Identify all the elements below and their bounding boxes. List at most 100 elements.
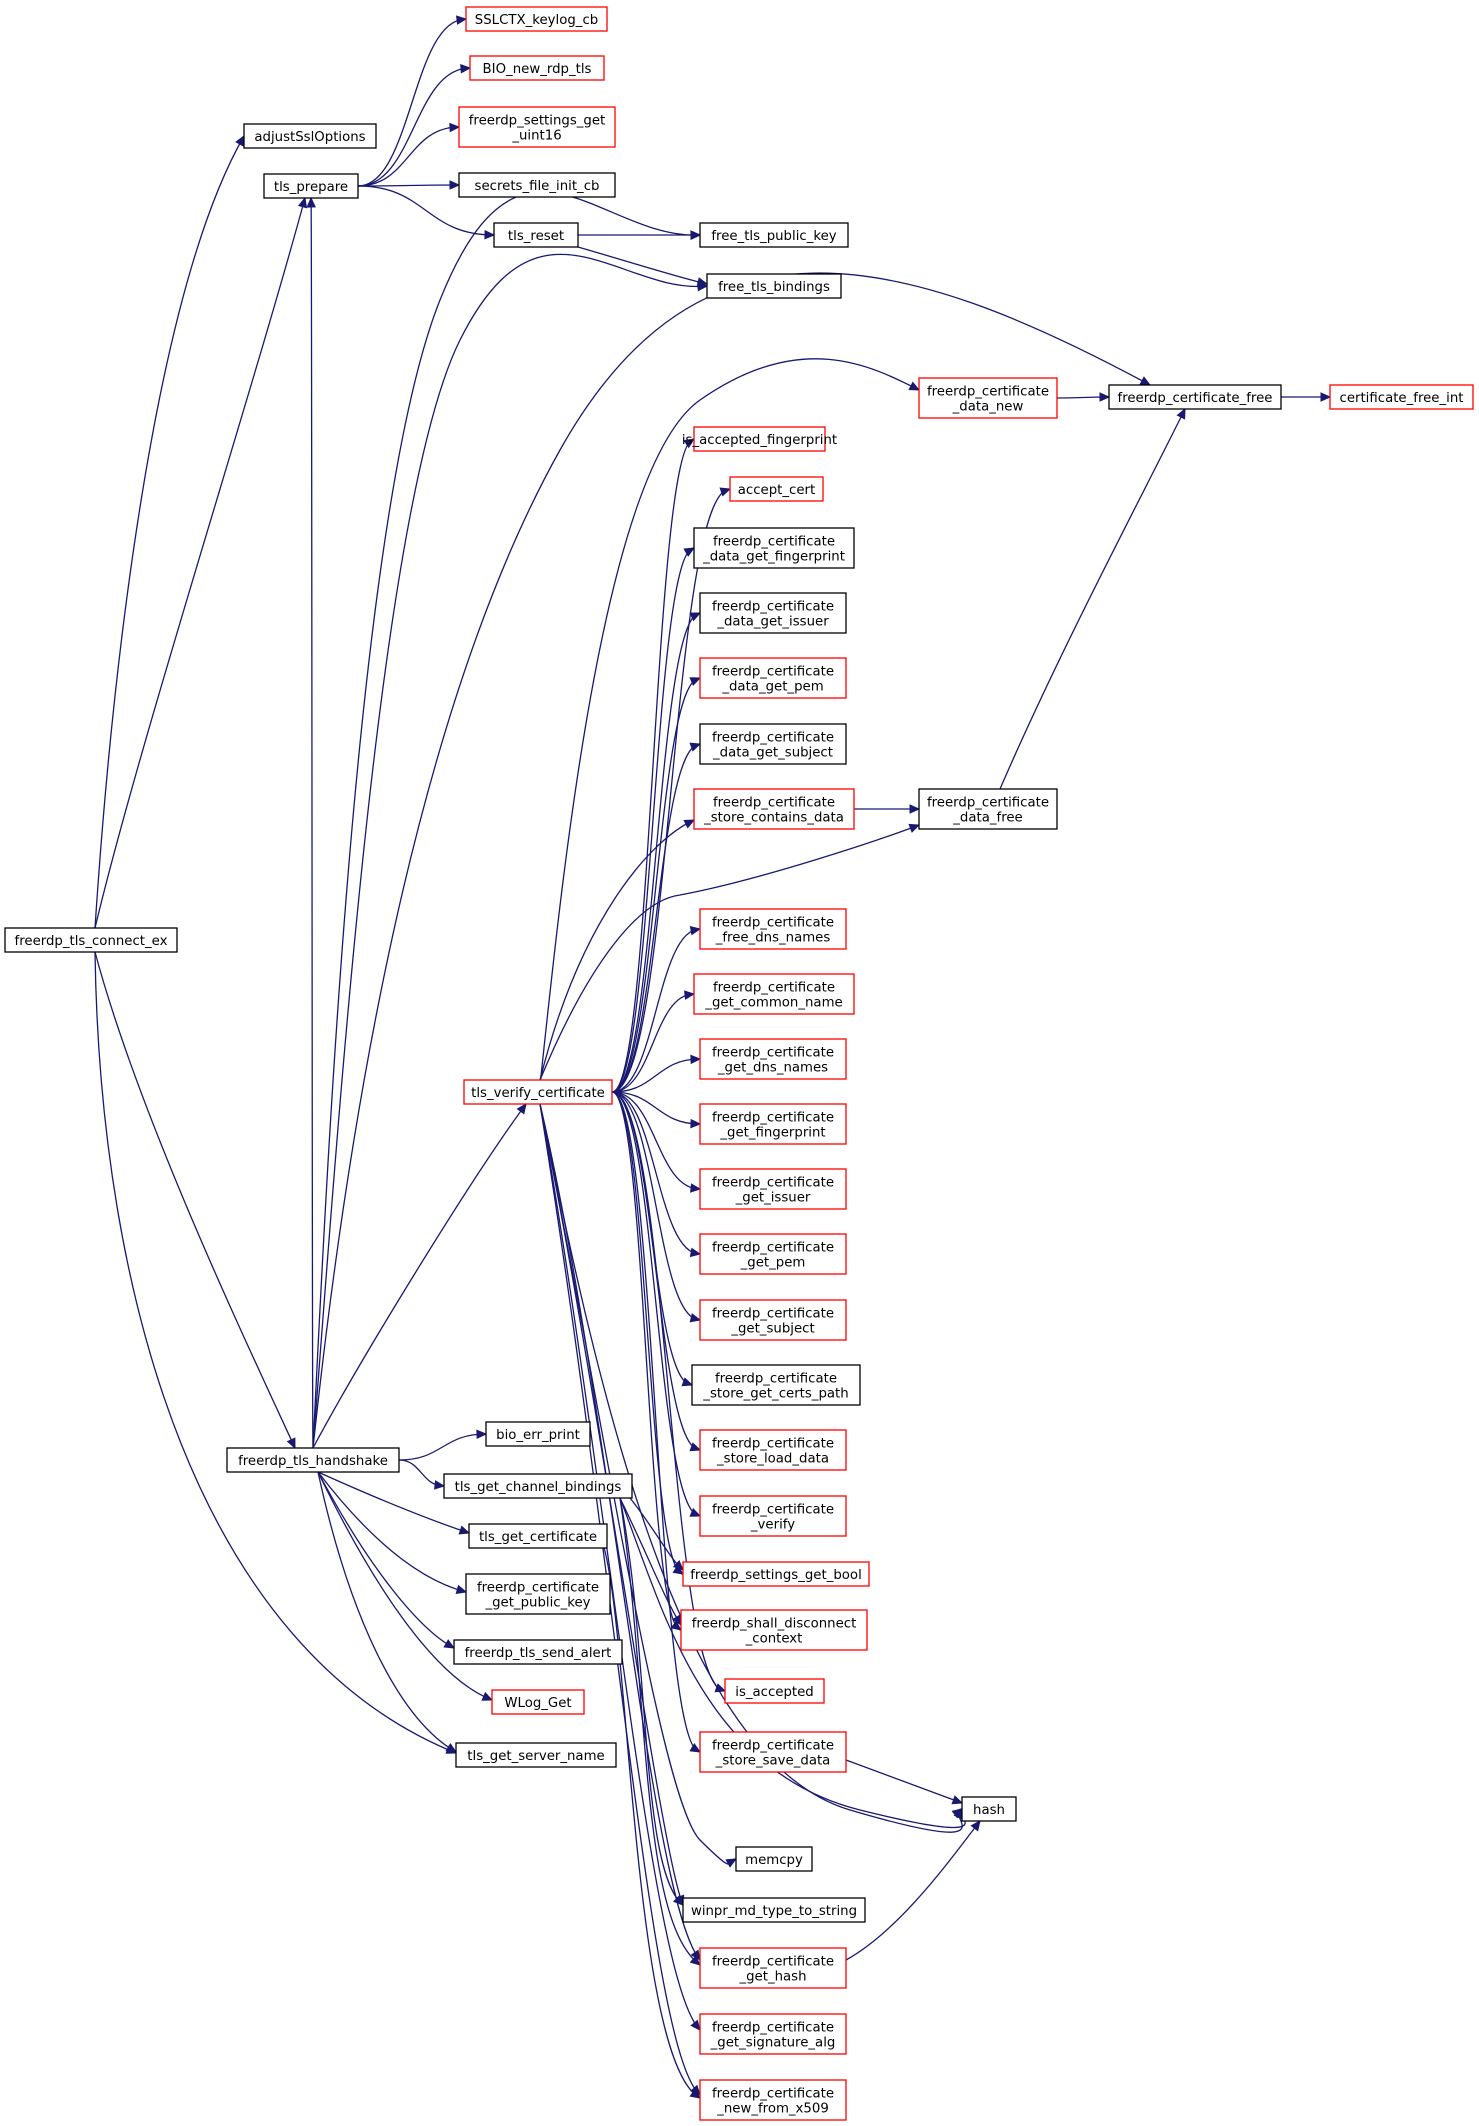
- node-bionew[interactable]: BIO_new_rdp_tls: [469, 55, 605, 81]
- node-certfree[interactable]: freerdp_certificate_free: [1108, 384, 1282, 410]
- node-newx509[interactable]: freerdp_certificate_new_from_x509: [699, 2079, 847, 2121]
- node-box[interactable]: [693, 426, 826, 452]
- node-box[interactable]: [493, 222, 579, 248]
- node-box[interactable]: [699, 1731, 847, 1773]
- node-getcert[interactable]: tls_get_certificate: [468, 1523, 608, 1549]
- node-dgetfp[interactable]: freerdp_certificate_data_get_fingerprint: [693, 527, 855, 569]
- node-box[interactable]: [682, 1897, 866, 1923]
- node-box[interactable]: [443, 1473, 633, 1499]
- node-getpubkey[interactable]: freerdp_certificate_get_public_key: [465, 1573, 611, 1615]
- node-box[interactable]: [682, 1561, 870, 1587]
- node-box[interactable]: [226, 1447, 400, 1473]
- node-box[interactable]: [699, 1233, 847, 1275]
- node-box[interactable]: [455, 1742, 617, 1768]
- node-getiss[interactable]: freerdp_certificate_get_issuer: [699, 1168, 847, 1210]
- node-box[interactable]: [699, 1495, 847, 1537]
- node-box[interactable]: [680, 1609, 868, 1651]
- node-storecont[interactable]: freerdp_certificate_store_contains_data: [693, 788, 855, 830]
- node-root[interactable]: freerdp_tls_connect_ex: [4, 927, 178, 953]
- node-box[interactable]: [1329, 384, 1474, 410]
- node-reset[interactable]: tls_reset: [493, 222, 579, 248]
- node-mdtype[interactable]: winpr_md_type_to_string: [682, 1897, 866, 1923]
- node-secrets[interactable]: secrets_file_init_cb: [458, 172, 616, 198]
- node-box[interactable]: [699, 2013, 847, 2055]
- node-memcpy[interactable]: memcpy: [735, 1846, 813, 1872]
- node-box[interactable]: [699, 2079, 847, 2121]
- node-box[interactable]: [691, 1364, 861, 1406]
- node-box[interactable]: [699, 222, 849, 248]
- node-acccert[interactable]: accept_cert: [729, 476, 824, 502]
- node-box[interactable]: [724, 1678, 825, 1704]
- node-isacc[interactable]: is_accepted: [724, 1678, 825, 1704]
- node-getu16[interactable]: freerdp_settings_get_uint16: [458, 106, 616, 148]
- node-datafree[interactable]: freerdp_certificate_data_free: [918, 788, 1058, 830]
- node-box[interactable]: [453, 1639, 623, 1665]
- node-getsig[interactable]: freerdp_certificate_get_signature_alg: [699, 2013, 847, 2055]
- node-gethash[interactable]: freerdp_certificate_get_hash: [699, 1947, 847, 1989]
- node-box[interactable]: [491, 1689, 585, 1715]
- node-keylog[interactable]: SSLCTX_keylog_cb: [465, 6, 608, 32]
- node-freedns[interactable]: freerdp_certificate_free_dns_names: [699, 908, 847, 950]
- node-box[interactable]: [699, 723, 847, 765]
- node-servername[interactable]: tls_get_server_name: [455, 1742, 617, 1768]
- node-storeload[interactable]: freerdp_certificate_store_load_data: [699, 1429, 847, 1471]
- node-hash[interactable]: hash: [961, 1796, 1017, 1822]
- node-box[interactable]: [468, 1523, 608, 1549]
- node-box[interactable]: [735, 1846, 813, 1872]
- node-box[interactable]: [4, 927, 178, 953]
- node-box[interactable]: [243, 123, 377, 149]
- node-freepub[interactable]: free_tls_public_key: [699, 222, 849, 248]
- node-box[interactable]: [706, 273, 842, 299]
- node-box[interactable]: [693, 788, 855, 830]
- node-box[interactable]: [465, 6, 608, 32]
- node-dgetpem[interactable]: freerdp_certificate_data_get_pem: [699, 657, 847, 699]
- node-box[interactable]: [699, 592, 847, 634]
- node-chanbind[interactable]: tls_get_channel_bindings: [443, 1473, 633, 1499]
- node-box[interactable]: [918, 377, 1058, 419]
- node-box[interactable]: [918, 788, 1058, 830]
- node-box[interactable]: [458, 172, 616, 198]
- node-box[interactable]: [465, 1573, 611, 1615]
- node-box[interactable]: [699, 1103, 847, 1145]
- node-storepath[interactable]: freerdp_certificate_store_get_certs_path: [691, 1364, 861, 1406]
- node-getpem[interactable]: freerdp_certificate_get_pem: [699, 1233, 847, 1275]
- node-getdns[interactable]: freerdp_certificate_get_dns_names: [699, 1038, 847, 1080]
- node-box[interactable]: [458, 106, 616, 148]
- node-box[interactable]: [1108, 384, 1282, 410]
- node-box[interactable]: [699, 1299, 847, 1341]
- node-box[interactable]: [693, 527, 855, 569]
- node-box[interactable]: [699, 1947, 847, 1989]
- node-handshake[interactable]: freerdp_tls_handshake: [226, 1447, 400, 1473]
- node-box[interactable]: [699, 1429, 847, 1471]
- node-getfp[interactable]: freerdp_certificate_get_fingerprint: [699, 1103, 847, 1145]
- node-adjust[interactable]: adjustSslOptions: [243, 123, 377, 149]
- node-sendalert[interactable]: freerdp_tls_send_alert: [453, 1639, 623, 1665]
- node-certdnew[interactable]: freerdp_certificate_data_new: [918, 377, 1058, 419]
- node-wlog[interactable]: WLog_Get: [491, 1689, 585, 1715]
- node-box[interactable]: [469, 55, 605, 81]
- node-isaccfp[interactable]: is_accepted_fingerprint: [682, 426, 837, 452]
- node-dgetiss[interactable]: freerdp_certificate_data_get_issuer: [699, 592, 847, 634]
- node-box[interactable]: [699, 1168, 847, 1210]
- node-box[interactable]: [263, 173, 359, 199]
- node-getcn[interactable]: freerdp_certificate_get_common_name: [693, 973, 855, 1015]
- node-getbool[interactable]: freerdp_settings_get_bool: [682, 1561, 870, 1587]
- node-freebind[interactable]: free_tls_bindings: [706, 273, 842, 299]
- node-storesave[interactable]: freerdp_certificate_store_save_data: [699, 1731, 847, 1773]
- node-box[interactable]: [699, 1038, 847, 1080]
- node-box[interactable]: [693, 973, 855, 1015]
- node-verify[interactable]: tls_verify_certificate: [463, 1079, 613, 1105]
- node-getsub[interactable]: freerdp_certificate_get_subject: [699, 1299, 847, 1341]
- node-prepare[interactable]: tls_prepare: [263, 173, 359, 199]
- node-box[interactable]: [699, 657, 847, 699]
- node-box[interactable]: [485, 1421, 591, 1447]
- node-certverify[interactable]: freerdp_certificate_verify: [699, 1495, 847, 1537]
- node-bioerr[interactable]: bio_err_print: [485, 1421, 591, 1447]
- node-box[interactable]: [699, 908, 847, 950]
- node-dgetsub[interactable]: freerdp_certificate_data_get_subject: [699, 723, 847, 765]
- node-box[interactable]: [729, 476, 824, 502]
- node-certfreeint[interactable]: certificate_free_int: [1329, 384, 1474, 410]
- node-box[interactable]: [961, 1796, 1017, 1822]
- node-box[interactable]: [463, 1079, 613, 1105]
- node-shalldisc[interactable]: freerdp_shall_disconnect_context: [680, 1609, 868, 1651]
